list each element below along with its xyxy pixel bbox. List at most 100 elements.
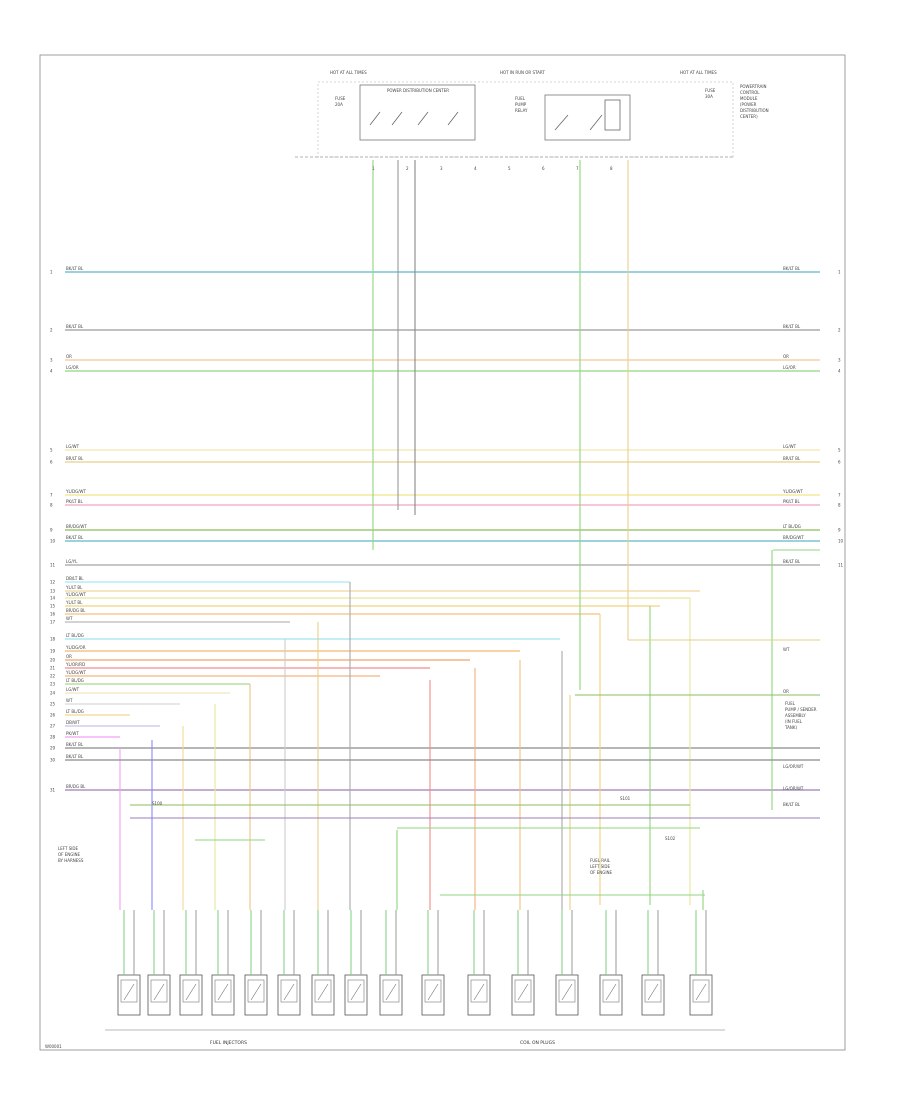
wire-label: BK/LT BL	[66, 266, 84, 271]
module-note-line: 20A	[335, 102, 343, 107]
component-box	[641, 974, 665, 1016]
wire-label: BR/DG BL	[66, 784, 86, 789]
module-box-2	[544, 94, 631, 141]
pin-label: 3	[440, 166, 443, 171]
module-note-line: FUSE	[335, 96, 346, 101]
wire-number: 12	[50, 580, 56, 585]
right-note2-line: TANK)	[784, 725, 797, 730]
left-note-line: BY HARNESS	[58, 858, 84, 863]
wire-number: 7	[50, 493, 53, 498]
wire-label: OR	[66, 354, 72, 359]
wire-right-number: 5	[838, 448, 841, 453]
wire-number: 15	[50, 604, 56, 609]
right-note-line: CENTER)	[740, 114, 758, 119]
wire-number: 20	[50, 658, 56, 663]
component-symbol	[250, 983, 262, 1001]
module-note-line: RELAY	[515, 108, 528, 113]
component-inner	[514, 979, 532, 1003]
wire-number: 24	[50, 691, 56, 696]
wire-label: DB/LT BL	[66, 576, 84, 581]
top-module-label: HOT AT ALL TIMES	[680, 70, 717, 75]
wire-label: LG/OR	[66, 365, 79, 370]
extra-right-label: WT	[783, 647, 790, 652]
wire-right-label: BR/LT BL	[783, 456, 801, 461]
wire-label: YL/DG/WT	[65, 670, 87, 675]
top-module-label: HOT AT ALL TIMES	[330, 70, 367, 75]
right-note2-line: ASSEMBLY	[785, 713, 806, 718]
component-symbol	[517, 983, 529, 1001]
component-symbol	[695, 983, 707, 1001]
wire-label: LG/YL	[66, 559, 78, 564]
wire-number: 11	[50, 563, 56, 568]
wire-number: 31	[50, 788, 56, 793]
splice-label: S100	[152, 801, 163, 806]
right-note2-line: (IN FUEL	[785, 719, 803, 724]
wire-number: 4	[50, 369, 53, 374]
pin-label: 5	[508, 166, 511, 171]
wire-number: 9	[50, 528, 53, 533]
wire-label: BK/LT BL	[66, 754, 84, 759]
wire-label: YL/OR/RD	[65, 662, 85, 667]
mid-note-line: OF ENGINE	[590, 870, 613, 875]
pin-label: 2	[406, 166, 409, 171]
wire-right-number: 10	[838, 539, 844, 544]
component-inner	[644, 979, 662, 1003]
wire-right-label: OR	[783, 354, 789, 359]
component-box	[555, 974, 579, 1016]
mid-note-line: FUEL RAIL	[590, 858, 611, 863]
wire-number: 2	[50, 328, 53, 333]
component-symbol	[427, 983, 439, 1001]
wire-number: 27	[50, 724, 56, 729]
wire-number: 17	[50, 620, 56, 625]
wire-right-label: PK/LT BL	[783, 499, 801, 504]
wire-right-label: LG/WT	[783, 444, 797, 449]
wire-right-label: LT BL/DG	[783, 524, 801, 529]
wire-number: 8	[50, 503, 53, 508]
wire-label: BR/DG BL	[66, 608, 86, 613]
wire-right-label: BK/LT BL	[783, 266, 801, 271]
wire-label: BK/LT BL	[66, 535, 84, 540]
wire-number: 1	[50, 270, 53, 275]
component-inner	[424, 979, 442, 1003]
component-symbol	[185, 983, 197, 1001]
wire-label: LT BL/DG	[66, 678, 84, 683]
right-note-line: CONTROL	[740, 90, 760, 95]
component-symbol	[283, 983, 295, 1001]
wire-right-number: 1	[838, 270, 841, 275]
component-inner	[150, 979, 168, 1003]
switch-symbols	[369, 99, 621, 131]
wire-label: YL/DG/WT	[65, 489, 87, 494]
component-symbol	[385, 983, 397, 1001]
wire-label: LT BL/DG	[66, 709, 84, 714]
wire-right-number: 11	[838, 563, 844, 568]
component-box	[311, 974, 335, 1016]
component-symbol	[123, 983, 135, 1001]
wire-right-number: 6	[838, 460, 841, 465]
component-box	[689, 974, 713, 1016]
wire-number: 5	[50, 448, 53, 453]
extra-right-label: LG/OR/WT	[783, 764, 804, 769]
component-inner	[247, 979, 265, 1003]
module-note-line: FUEL	[515, 96, 526, 101]
component-symbol	[350, 983, 362, 1001]
component-box	[511, 974, 535, 1016]
wire-right-number: 7	[838, 493, 841, 498]
wire-number: 28	[50, 735, 56, 740]
wire-number: 10	[50, 539, 56, 544]
wire-label: DB/WT	[66, 720, 80, 725]
wire-label: WT	[66, 698, 73, 703]
component-inner	[280, 979, 298, 1003]
wire-right-number: 4	[838, 369, 841, 374]
component-box	[117, 974, 141, 1016]
pin-label: 1	[372, 166, 375, 171]
right-note-line: DISTRIBUTION	[740, 108, 769, 113]
component-box	[277, 974, 301, 1016]
splice-label: S101	[620, 796, 631, 801]
component-inner	[692, 979, 710, 1003]
wire-label: OR	[66, 654, 72, 659]
component-box	[344, 974, 368, 1016]
wire-number: 26	[50, 713, 56, 718]
pin-label: 4	[474, 166, 477, 171]
